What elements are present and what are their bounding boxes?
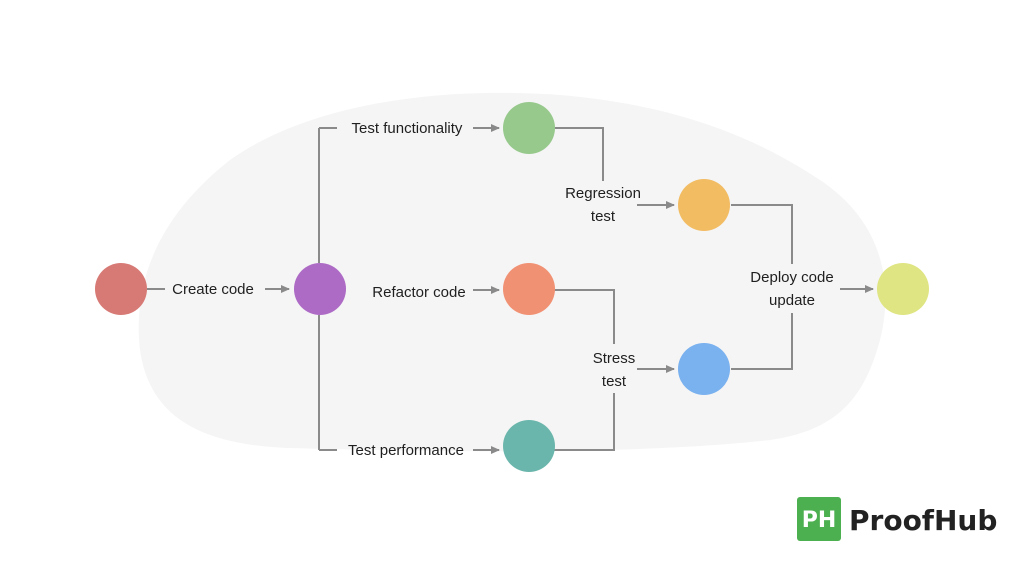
node-performance [503,420,555,472]
labels: Create code Test functionality Refactor … [172,120,834,459]
node-refactor [503,263,555,315]
label-test-performance: Test performance [348,442,464,459]
label-deploy-line1: Deploy code [750,269,833,286]
label-regression-line2: test [591,208,616,225]
label-regression-line1: Regression [565,185,641,202]
node-regression [678,179,730,231]
node-stress [678,343,730,395]
node-branch [294,263,346,315]
node-deploy [877,263,929,315]
label-stress-line2: test [602,373,627,390]
edge-regression-to-deploy [731,204,793,264]
brand-name: ProofHub [849,504,997,537]
label-refactor-code: Refactor code [372,284,465,301]
edge-refactor-to-stress [554,289,615,344]
label-test-functionality: Test functionality [352,120,463,137]
nodes [95,102,929,472]
edges [147,124,874,454]
brand-logo-badge [797,497,841,541]
label-deploy-line2: update [769,292,815,309]
brand-logo: PH ProofHub [797,497,997,541]
label-create-code: Create code [172,281,254,298]
node-start [95,263,147,315]
node-functionality [503,102,555,154]
edge-functionality-to-regression [554,127,604,181]
edge-stress-to-deploy [731,313,793,370]
brand-logo-letters: PH [802,508,837,533]
edge-performance-to-stress [554,393,615,451]
label-stress-line1: Stress [593,350,636,367]
